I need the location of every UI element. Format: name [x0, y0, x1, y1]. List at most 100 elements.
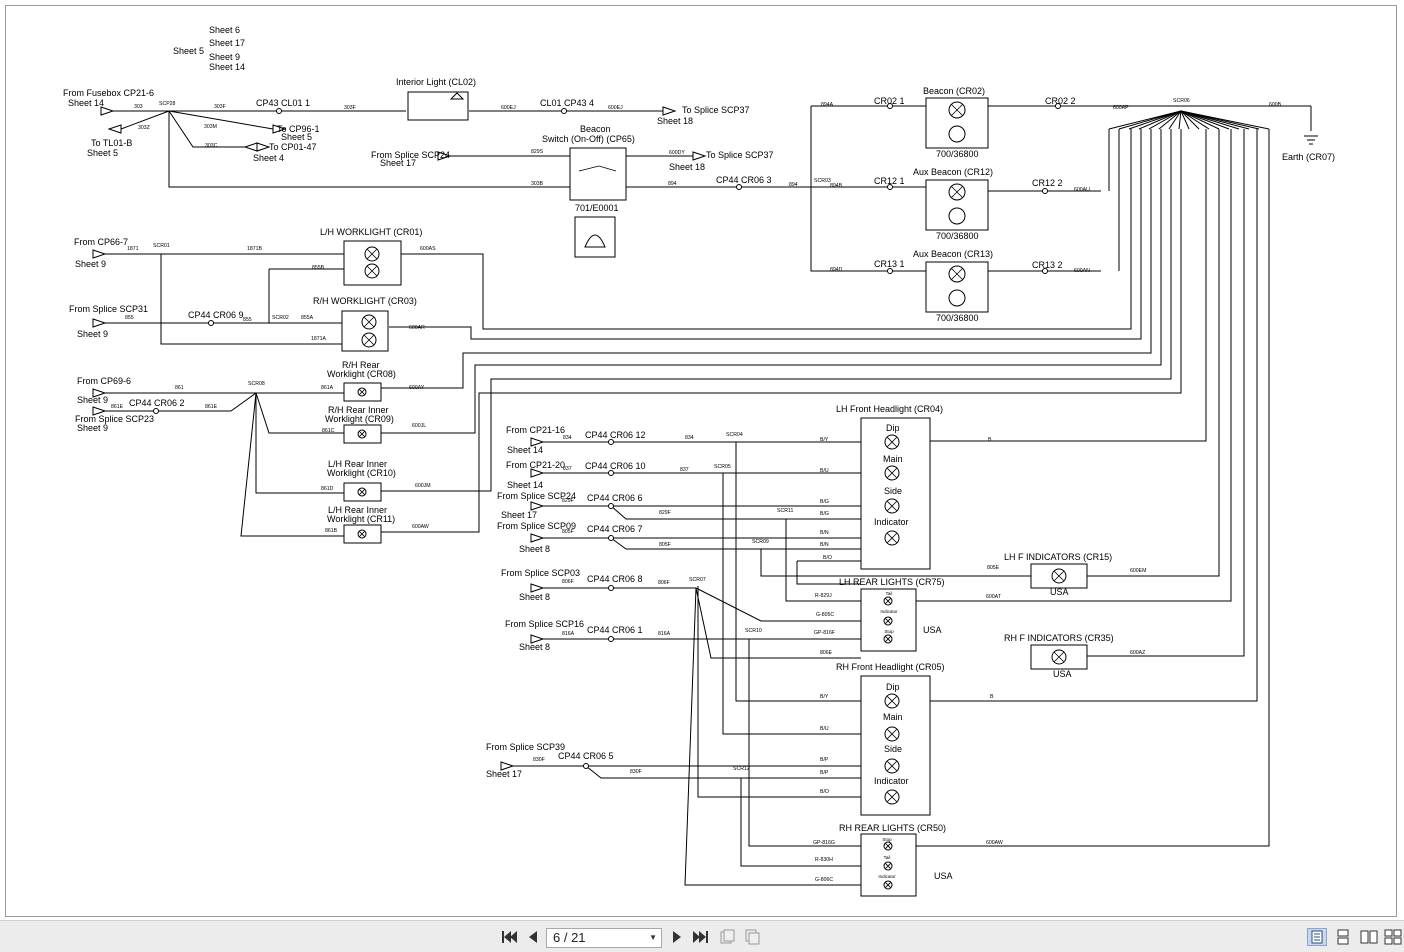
label-side-b: Side — [884, 744, 902, 754]
label-cp44-cr06-2: CP44 CR06 2 — [129, 398, 185, 408]
label-to-cp96: To CP96-1 — [277, 124, 320, 134]
wire-label: B/G — [820, 511, 829, 517]
label-part-701: 701/E0001 — [575, 203, 619, 213]
label-lh-rear-inner-a2: Worklight (CR10) — [327, 468, 396, 478]
label-sheet9-d: Sheet 9 — [77, 423, 108, 433]
sheet-ref: Sheet 9 — [209, 52, 240, 62]
wire-label: R-830H — [815, 857, 833, 863]
wire-label: 600AY — [409, 385, 425, 391]
wire-label: 805F — [562, 529, 574, 535]
continuous-facing-icon — [1384, 929, 1402, 945]
label-beacon-switch-2: Switch (On-Off) (CP65) — [542, 134, 635, 144]
lamp-cross — [886, 532, 898, 544]
previous-page-button[interactable] — [524, 929, 542, 945]
wire-label: 303F — [344, 105, 356, 111]
wire-label: 855 — [243, 317, 252, 323]
wire — [916, 129, 1270, 847]
wire-label: 861C — [322, 428, 335, 434]
lamp-cross — [886, 467, 898, 479]
wire-label: SCR04 — [726, 432, 743, 438]
arrow-icon — [530, 437, 545, 447]
label-lh-front-headlight: LH Front Headlight (CR04) — [836, 404, 943, 414]
first-page-button[interactable] — [500, 929, 518, 945]
label-sheet9-c: Sheet 9 — [77, 395, 108, 405]
wire — [255, 392, 346, 434]
label-lh-rear-inner-b2: Worklight (CR11) — [327, 514, 395, 524]
label-cp44-cr06-12: CP44 CR06 12 — [585, 430, 646, 440]
lamp-cross — [358, 530, 366, 538]
label-rh-rear-2: Worklight (CR08) — [327, 369, 396, 379]
lamp-cross — [366, 265, 378, 277]
wire — [381, 129, 1172, 492]
label-sheet9-a: Sheet 9 — [75, 259, 106, 269]
page-number-field[interactable]: 6 / 21 ▼ — [546, 928, 662, 948]
single-page-view-button[interactable] — [1307, 928, 1327, 946]
label-cp44-cr06-8: CP44 CR06 8 — [587, 574, 643, 584]
label-rh-rear-inner-2: Worklight (CR09) — [325, 414, 394, 424]
next-page-button[interactable] — [668, 929, 686, 945]
wire-label: 1871B — [247, 246, 263, 252]
label-beacon-cr02: Beacon (CR02) — [923, 86, 985, 96]
back-view-button[interactable] — [718, 929, 736, 945]
lamp-cross — [886, 791, 898, 803]
page-forward-icon — [745, 929, 760, 945]
label-dip-a: Dip — [886, 423, 900, 433]
wire — [810, 106, 926, 272]
last-page-button[interactable] — [692, 929, 710, 945]
wire-label: 1871 — [127, 246, 139, 252]
facing-view-button[interactable] — [1360, 929, 1378, 945]
lamp-cross — [884, 862, 892, 870]
wire-label: 600AP — [1113, 105, 1129, 111]
connector-icon — [887, 268, 893, 274]
label-lh-rear-inner-b1: L/H Rear Inner — [328, 505, 387, 515]
connector-icon — [153, 408, 159, 414]
arrow-icon — [662, 106, 677, 116]
label-main-b: Main — [883, 712, 903, 722]
wire — [926, 129, 1207, 442]
wire — [401, 129, 1132, 330]
label-earth: Earth (CR07) — [1282, 152, 1335, 162]
single-page-icon — [1311, 930, 1323, 944]
wire — [916, 129, 1232, 602]
label-sheet14-b: Sheet 14 — [507, 445, 543, 455]
wire-label: 303Z — [138, 125, 150, 131]
label-from-scp39: From Splice SCP39 — [486, 742, 565, 752]
label-usa-a: USA — [1050, 587, 1069, 597]
arrow-icon — [92, 249, 107, 259]
connector-icon — [736, 184, 742, 190]
wire-label: 829S — [531, 149, 544, 155]
lamp-icon — [449, 92, 465, 100]
chevron-down-icon[interactable]: ▼ — [649, 933, 657, 942]
label-sheet8-b: Sheet 8 — [519, 592, 550, 602]
page-back-icon — [720, 929, 735, 944]
wire — [255, 393, 346, 494]
wire — [740, 778, 861, 867]
wire-label: 600DY — [669, 150, 685, 156]
wire-label: B/U — [820, 726, 829, 732]
wire-label: 861B — [325, 528, 338, 534]
label-from-fusebox: From Fusebox CP21-6 — [63, 88, 154, 98]
label-cr12-1: CR12 1 — [874, 176, 905, 186]
continuous-facing-view-button[interactable] — [1384, 929, 1402, 945]
forward-view-button[interactable] — [744, 929, 762, 945]
lamp-cross — [886, 436, 898, 448]
label-sheet5-c: Sheet 5 — [281, 132, 312, 142]
wire-label: 600AT — [986, 594, 1002, 600]
label-cp44-cr06-7: CP44 CR06 7 — [587, 524, 643, 534]
label-indicator-a: Indicator — [874, 517, 909, 527]
lamp-cross — [886, 500, 898, 512]
page-indicator: 6 / 21 — [553, 930, 586, 945]
continuous-view-button[interactable] — [1334, 929, 1352, 945]
wire-label: 894A — [821, 102, 834, 108]
wire — [1148, 110, 1182, 130]
wire-label: B — [990, 694, 994, 700]
arrow-icon — [530, 468, 545, 478]
label-from-scp24-b: From Splice SCP24 — [497, 491, 576, 501]
wire-label: SCR10 — [745, 628, 762, 634]
wire-label: 837 — [680, 467, 689, 473]
wire-label: 303F — [214, 104, 226, 110]
label-from-scp03: From Splice SCP03 — [501, 568, 580, 578]
label-cp44-cr06-5: CP44 CR06 5 — [558, 751, 614, 761]
label-lh-worklight: L/H WORKLIGHT (CR01) — [320, 227, 422, 237]
wire-label: GP-816F — [814, 630, 835, 636]
